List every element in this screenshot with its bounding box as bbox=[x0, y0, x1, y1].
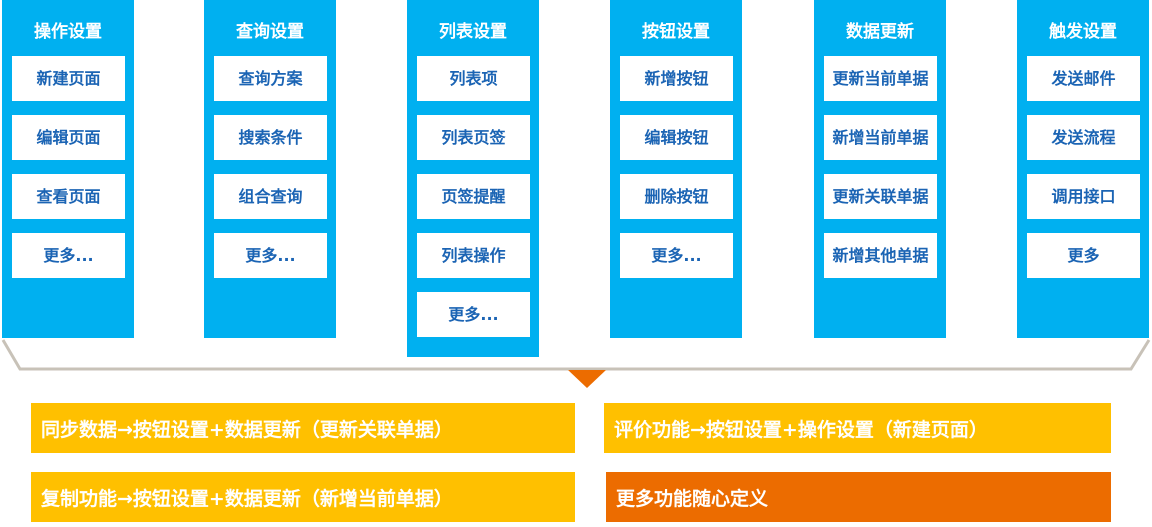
column-item[interactable]: 更多... bbox=[12, 233, 125, 278]
column-item[interactable]: 编辑按钮 bbox=[620, 115, 733, 160]
column-item[interactable]: 编辑页面 bbox=[12, 115, 125, 160]
column-item[interactable]: 新建页面 bbox=[12, 56, 125, 101]
column-title: 查询设置 bbox=[236, 22, 304, 42]
column-item[interactable]: 发送邮件 bbox=[1027, 56, 1140, 101]
column-item[interactable]: 查看页面 bbox=[12, 174, 125, 219]
column-4: 按钮设置新增按钮编辑按钮删除按钮更多... bbox=[610, 0, 742, 338]
column-item[interactable]: 更多 bbox=[1027, 233, 1140, 278]
column-item[interactable]: 列表页签 bbox=[417, 115, 530, 160]
column-item[interactable]: 新增当前单据 bbox=[824, 115, 937, 160]
column-6: 触发设置发送邮件发送流程调用接口更多 bbox=[1017, 0, 1149, 338]
example-sync-data: 同步数据→按钮设置+数据更新（更新关联单据） bbox=[31, 403, 575, 453]
column-item[interactable]: 列表项 bbox=[417, 56, 530, 101]
column-2: 查询设置查询方案搜索条件组合查询更多... bbox=[204, 0, 336, 338]
column-title: 列表设置 bbox=[439, 22, 507, 42]
column-item[interactable]: 更多... bbox=[417, 292, 530, 337]
example-evaluate: 评价功能→按钮设置+操作设置（新建页面） bbox=[604, 403, 1111, 453]
column-title: 数据更新 bbox=[846, 22, 914, 42]
column-1: 操作设置新建页面编辑页面查看页面更多... bbox=[2, 0, 134, 338]
down-arrow-icon bbox=[568, 370, 606, 388]
column-item[interactable]: 删除按钮 bbox=[620, 174, 733, 219]
column-item[interactable]: 页签提醒 bbox=[417, 174, 530, 219]
column-3: 列表设置列表项列表页签页签提醒列表操作更多... bbox=[407, 0, 539, 357]
column-title: 操作设置 bbox=[34, 22, 102, 42]
column-item[interactable]: 列表操作 bbox=[417, 233, 530, 278]
column-item[interactable]: 查询方案 bbox=[214, 56, 327, 101]
column-item[interactable]: 新增其他单据 bbox=[824, 233, 937, 278]
column-item[interactable]: 组合查询 bbox=[214, 174, 327, 219]
column-item[interactable]: 更多... bbox=[214, 233, 327, 278]
column-5: 数据更新更新当前单据新增当前单据更新关联单据新增其他单据 bbox=[814, 0, 946, 338]
column-item[interactable]: 搜索条件 bbox=[214, 115, 327, 160]
column-title: 按钮设置 bbox=[642, 22, 710, 42]
example-copy: 复制功能→按钮设置+数据更新（新增当前单据） bbox=[31, 472, 575, 522]
column-title: 触发设置 bbox=[1049, 22, 1117, 42]
column-item[interactable]: 更多... bbox=[620, 233, 733, 278]
example-more: 更多功能随心定义 bbox=[606, 472, 1111, 522]
column-item[interactable]: 调用接口 bbox=[1027, 174, 1140, 219]
bracket-connector bbox=[1, 339, 1151, 388]
column-item[interactable]: 更新关联单据 bbox=[824, 174, 937, 219]
column-item[interactable]: 新增按钮 bbox=[620, 56, 733, 101]
column-item[interactable]: 发送流程 bbox=[1027, 115, 1140, 160]
column-item[interactable]: 更新当前单据 bbox=[824, 56, 937, 101]
